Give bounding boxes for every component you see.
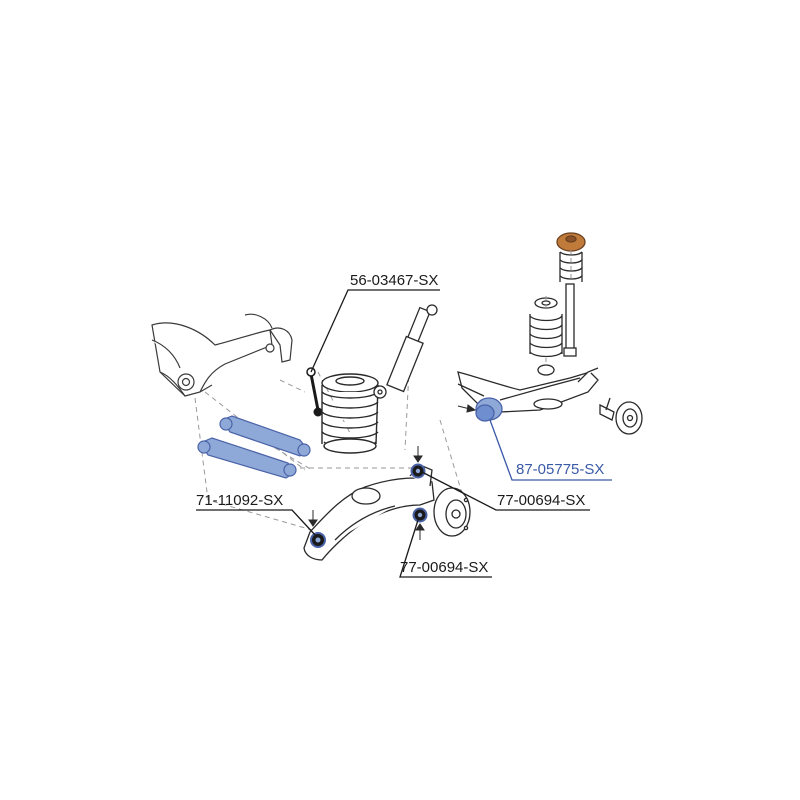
rear-shock-tower [529, 232, 586, 376]
lower-control-arm [303, 464, 435, 561]
upper-lateral-link [219, 415, 311, 457]
leader-lines [196, 289, 612, 578]
bushing-knuckle-lower [412, 507, 428, 523]
label-sway-bar-link: 56-03467-SX [350, 272, 438, 289]
label-knuckle-bushing-lower: 77-00694-SX [400, 559, 488, 576]
coil-spring [321, 373, 379, 454]
label-trailing-arm-bushing: 87-05775-SX [516, 461, 604, 478]
arrow-trailing-bushing [457, 404, 477, 413]
rear-subframe [151, 313, 293, 397]
bushing-lower-arm [310, 532, 326, 548]
shock-absorber-left [373, 304, 438, 399]
lower-lateral-link [197, 437, 297, 479]
indicator-arrows [308, 446, 425, 540]
label-knuckle-bushing-upper: 77-00694-SX [497, 492, 585, 509]
guide-lines-right [545, 250, 572, 366]
wheel-hub-right [599, 397, 643, 435]
label-lower-arm-bushing: 71-11092-SX [196, 492, 283, 509]
wheel-hub-left [433, 487, 471, 537]
trailing-arm-bushing [475, 397, 503, 422]
bushing-knuckle-upper [410, 463, 426, 479]
